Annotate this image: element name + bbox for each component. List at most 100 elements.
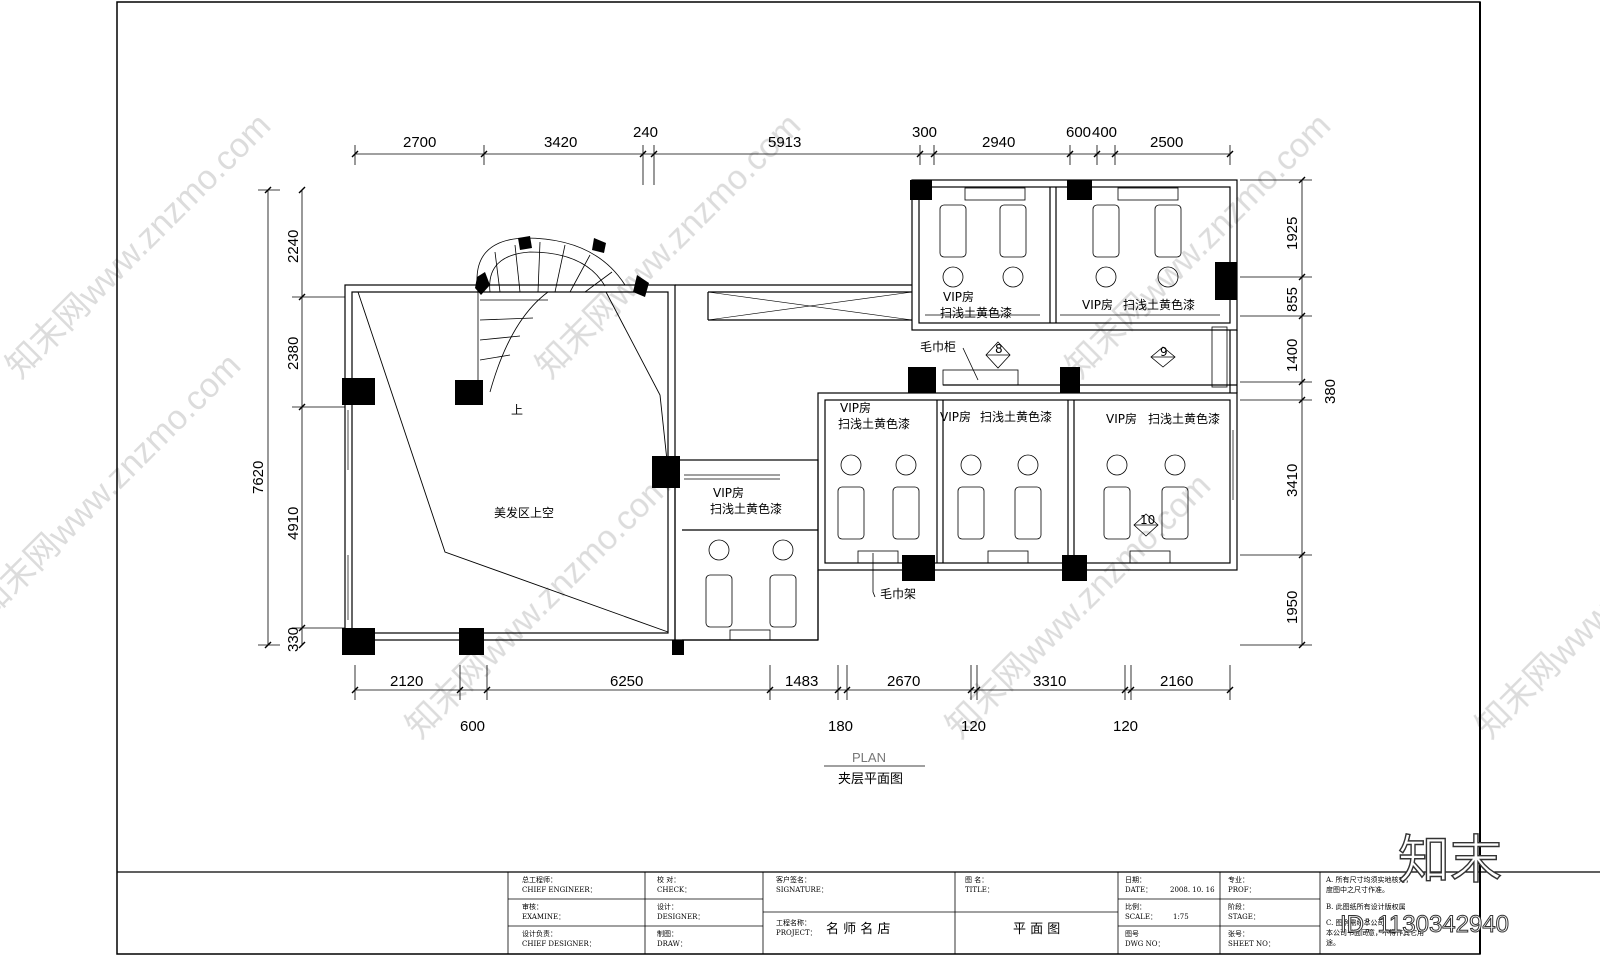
dimension-label: 2160	[1160, 673, 1193, 690]
room-name: VIP房	[840, 400, 871, 415]
draw-label-en: DRAW：	[657, 940, 687, 948]
dimension-label: 2940	[982, 134, 1015, 151]
dimension-label: 240	[633, 124, 658, 141]
room-name: VIP房	[1106, 411, 1137, 426]
dimension-label: 3420	[544, 134, 577, 151]
hair-area-void	[357, 291, 669, 633]
dimension-label: 1400	[1284, 339, 1301, 372]
room-name: VIP房	[943, 289, 974, 304]
date-label-en: DATE：	[1125, 886, 1152, 894]
marker-9-label: 9	[1160, 345, 1168, 359]
scale-value: 1:75	[1173, 913, 1189, 921]
sheet-label-en: SHEET NO：	[1228, 940, 1275, 948]
dimension-label: 600	[1066, 124, 1091, 141]
note-a2: 度图中之尺寸作准。	[1326, 885, 1389, 894]
project-label-en: PROJECT：	[776, 929, 817, 937]
dimension-label: 400	[1092, 124, 1117, 141]
dimension-label: 2380	[285, 337, 302, 370]
note-c2: 本公司书面同意，不得作其它用	[1326, 928, 1424, 937]
prof-label-en: PROF：	[1228, 886, 1256, 894]
project-name: 名 师 名 店	[826, 921, 890, 937]
dimension-label: 120	[961, 718, 986, 735]
hair-area-label: 美发区上空	[494, 505, 554, 520]
dimension-label: 2700	[403, 134, 436, 151]
scale-label: 比例：	[1125, 902, 1146, 911]
check-label: 校 对：	[657, 875, 680, 884]
dimension-label: 855	[1284, 287, 1301, 312]
towel-cabinet-label: 毛巾柜	[920, 340, 956, 354]
dimension-label: 3410	[1284, 464, 1301, 497]
room-name: VIP房	[713, 485, 744, 500]
chief-engineer-label: 总工程师：	[522, 875, 557, 884]
stair-up-label: 上	[511, 403, 523, 417]
dimension-label: 2240	[285, 230, 302, 263]
dimension-label: 2500	[1150, 134, 1183, 151]
room-finish: 扫浅土黄色漆	[838, 417, 910, 431]
room-finish: 扫浅土黄色漆	[1123, 298, 1195, 312]
dimension-label: 380	[1322, 379, 1339, 404]
dimension-label: 330	[285, 627, 302, 652]
dimension-label: 180	[828, 718, 853, 735]
stage-label: 阶段：	[1228, 902, 1249, 911]
title-label-en: TITLE：	[965, 886, 994, 894]
dimension-label: 1925	[1284, 217, 1301, 250]
draw-label: 制图：	[657, 929, 678, 938]
note-a: A. 所有尺寸均须实地核对，	[1325, 875, 1413, 884]
stage-label-en: STAGE：	[1228, 913, 1260, 921]
note-b: B. 此图纸所有设计版权属	[1326, 902, 1406, 911]
examine-label: 审核：	[522, 902, 543, 911]
dimension-lines	[258, 145, 1312, 700]
brand-logo: 知末	[1398, 831, 1502, 891]
prof-label: 专业：	[1228, 875, 1249, 884]
note-c: C. 图例需经本公司	[1326, 918, 1385, 927]
chief-engineer-label-en: CHIEF ENGINEER：	[522, 886, 597, 894]
towel-rack-label: 毛巾架	[880, 587, 916, 601]
dimension-label: 1950	[1284, 591, 1301, 624]
dimension-label: 5913	[768, 134, 801, 151]
dimension-label: 300	[912, 124, 937, 141]
scale-label-en: SCALE：	[1125, 913, 1157, 921]
design-label: 设计：	[657, 902, 678, 911]
dwg-label: 图号	[1125, 930, 1139, 938]
room-labels: VIP房 扫浅土黄色漆 VIP房 扫浅土黄色漆 VIP房 扫浅土黄色漆 VIP房…	[494, 289, 1220, 601]
dimension-label: 4910	[285, 507, 302, 540]
room-finish: 扫浅土黄色漆	[980, 410, 1052, 424]
dimension-label: 600	[460, 718, 485, 735]
client-sign-label: 客户签名：	[776, 875, 811, 884]
client-sign-label-en: SIGNATURE：	[776, 886, 828, 894]
design-label-en: DESIGNER：	[657, 913, 704, 921]
sheet-label: 张号：	[1228, 929, 1249, 938]
watermark: 知末网www.znzmo.com	[0, 346, 248, 625]
date-value: 2008. 10. 16	[1170, 886, 1215, 894]
examine-label-en: EXAMINE：	[522, 913, 565, 921]
dimension-label: 7620	[250, 461, 267, 494]
room-finish: 扫浅土黄色漆	[1148, 412, 1220, 426]
dimension-label: 3310	[1033, 673, 1066, 690]
note-c3: 途。	[1326, 938, 1340, 947]
dimension-text: 2700 3420 240 5913 300 2940 600 400 2500…	[250, 124, 1339, 735]
chief-designer-label-en: CHIEF DESIGNER：	[522, 940, 596, 948]
dimension-label: 2120	[390, 673, 423, 690]
marker-8-label: 8	[995, 342, 1003, 356]
room-finish: 扫浅土黄色漆	[710, 502, 782, 516]
dimension-label: 120	[1113, 718, 1138, 735]
watermark: 知末网www.znzmo.com	[1469, 466, 1600, 745]
dimension-label: 6250	[610, 673, 643, 690]
room-name: VIP房	[940, 409, 971, 424]
title-label: 图 名：	[965, 875, 988, 884]
marker-10-label: 10	[1140, 513, 1155, 527]
room-name: VIP房	[1082, 297, 1113, 312]
watermark: 知末网www.znzmo.com	[939, 466, 1218, 745]
section-markers	[985, 341, 1176, 537]
chief-designer-label: 设计负责：	[522, 929, 557, 938]
salon-fixtures	[705, 187, 1228, 641]
brand-id: ID: 1130342940	[1340, 911, 1509, 938]
watermark: 知末网www.znzmo.com	[0, 106, 278, 385]
dimension-label: 2670	[887, 673, 920, 690]
title-block-text: 总工程师： CHIEF ENGINEER： 审核： EXAMINE： 设计负责：…	[522, 875, 1424, 948]
plan-caption-title: 夹层平面图	[838, 772, 903, 787]
date-label: 日期：	[1125, 876, 1146, 884]
project-label: 工程名称：	[776, 918, 811, 927]
dimension-label: 1483	[785, 673, 818, 690]
